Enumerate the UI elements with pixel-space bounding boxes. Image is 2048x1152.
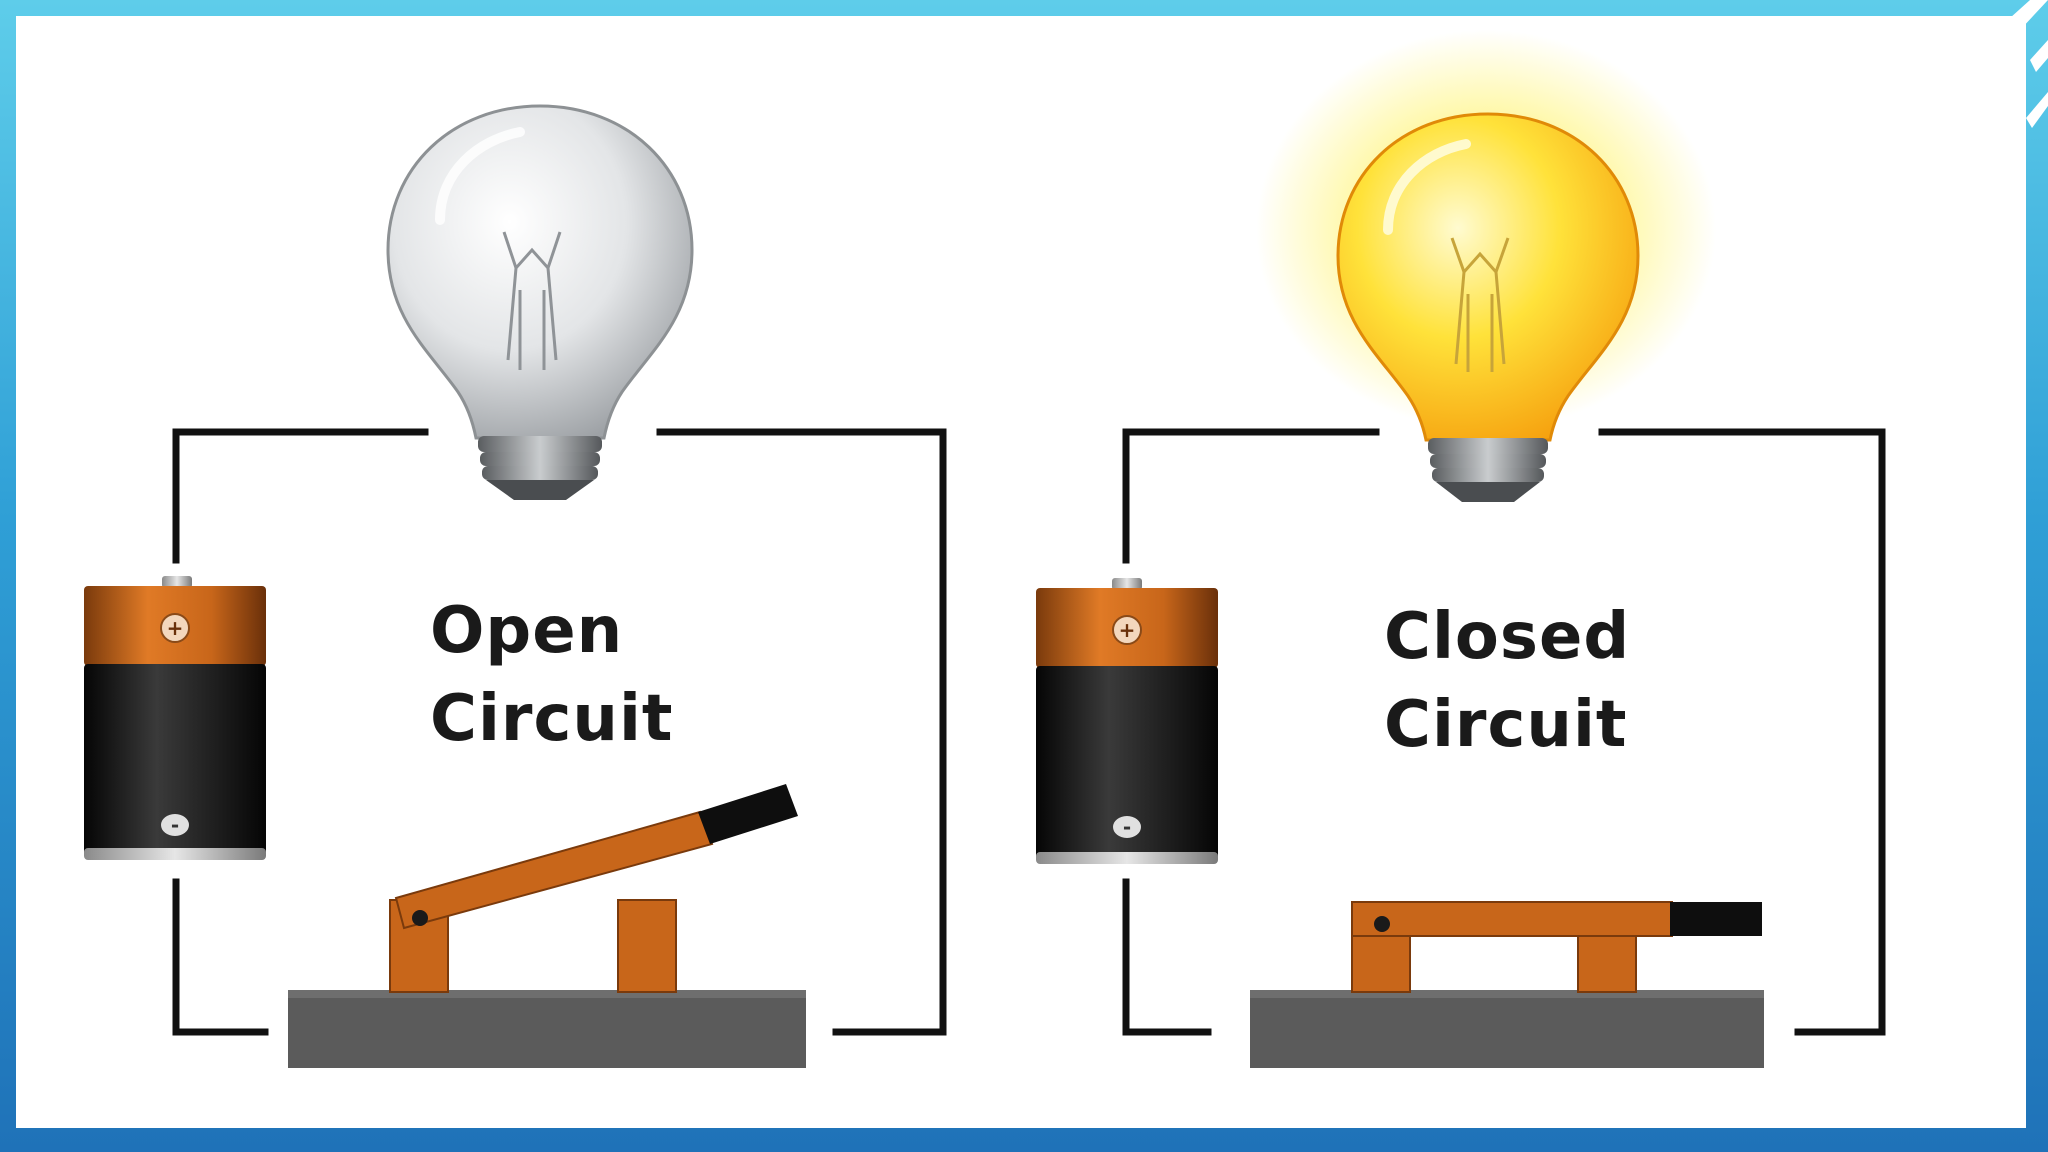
- open-switch-icon: [288, 784, 806, 1068]
- battery-negative-symbol: -: [171, 813, 179, 837]
- corner-stripes: [2010, 0, 2048, 128]
- battery-positive-symbol: +: [1119, 618, 1136, 642]
- open-circuit-panel: + - Open Circuit: [84, 104, 947, 1068]
- lightbulb-on-icon: [1336, 112, 1640, 502]
- open-circuit-label-line1: Open: [430, 594, 623, 668]
- lightbulb-off-icon: [386, 104, 694, 500]
- battery-negative-symbol: -: [1123, 815, 1131, 839]
- battery-icon: + -: [1036, 578, 1218, 864]
- closed-circuit-wire: [1122, 428, 1886, 1036]
- battery-icon: + -: [84, 576, 266, 860]
- closed-switch-icon: [1250, 901, 1764, 1068]
- open-circuit-wire: [172, 428, 947, 1036]
- closed-circuit-panel: + - Closed Circuit: [1036, 30, 1886, 1068]
- closed-circuit-label-line2: Circuit: [1384, 688, 1628, 762]
- battery-positive-symbol: +: [167, 616, 184, 640]
- closed-circuit-label-line1: Closed: [1384, 600, 1630, 674]
- open-circuit-label-line2: Circuit: [430, 682, 674, 756]
